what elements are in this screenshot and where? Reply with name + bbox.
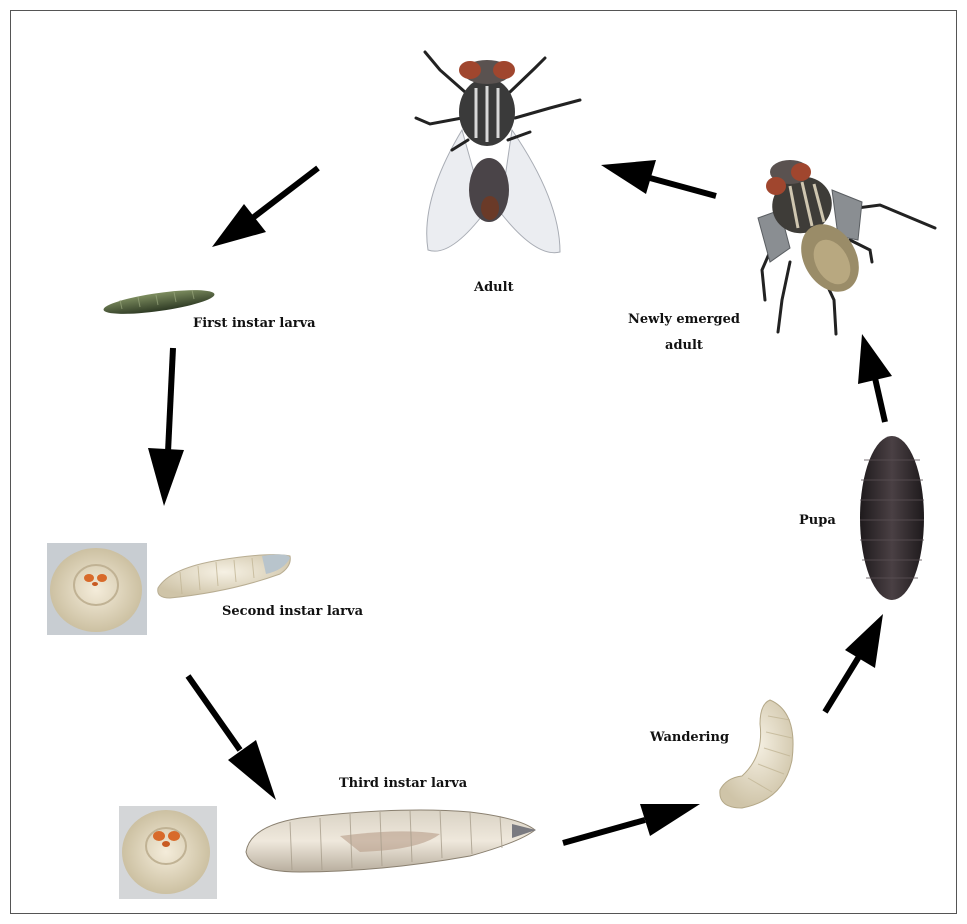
label-second-instar-larva: Second instar larva xyxy=(222,603,363,620)
second-instar-head-image xyxy=(47,543,147,635)
label-third-instar-larva: Third instar larva xyxy=(339,775,467,792)
label-pupa: Pupa xyxy=(799,512,836,529)
pupa-image xyxy=(860,436,924,600)
label-newly-emerged-adult: Newly emerged adult xyxy=(620,307,748,359)
third-instar-head-image xyxy=(119,806,217,899)
label-adult: Adult xyxy=(474,279,514,296)
label-wandering: Wandering xyxy=(650,729,729,746)
label-first-instar-larva: First instar larva xyxy=(193,315,316,332)
